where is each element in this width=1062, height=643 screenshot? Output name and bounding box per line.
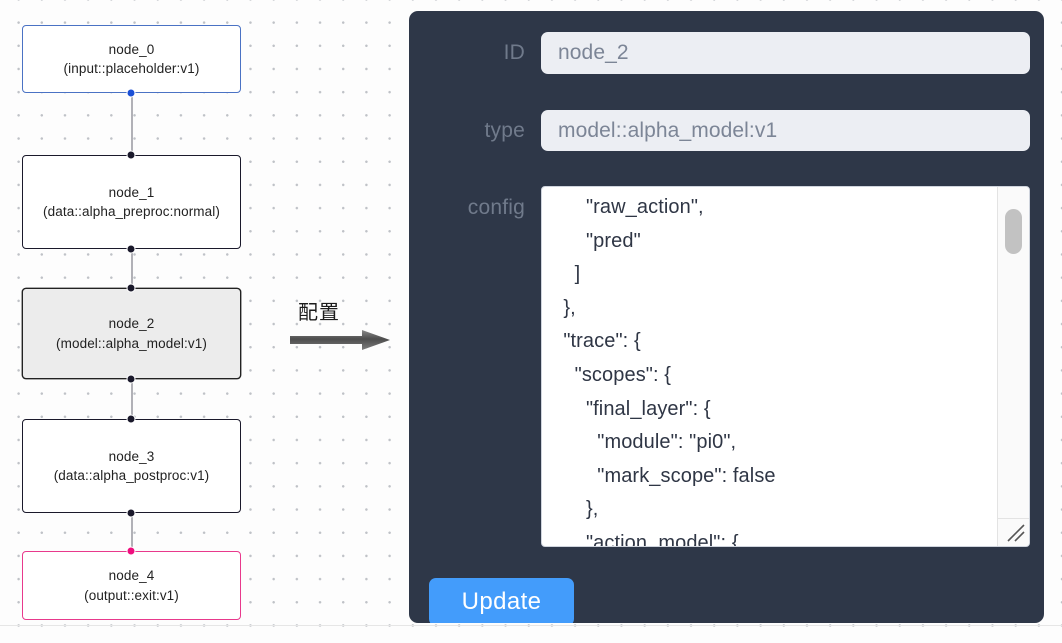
graph-node-node_2[interactable]: node_2 (model::alpha_model:v1) xyxy=(22,288,241,379)
node-title: node_4 xyxy=(108,568,155,584)
graph-node-node_0[interactable]: node_0 (input::placeholder:v1) xyxy=(22,25,241,93)
handle-node_0-source[interactable] xyxy=(126,88,136,98)
annotation-label: 配置 xyxy=(298,300,340,324)
type-field-label: type xyxy=(484,119,525,142)
config-scrollbar-thumb[interactable] xyxy=(1005,209,1022,254)
handle-node_3-target[interactable] xyxy=(126,414,136,424)
resize-handle-icon[interactable] xyxy=(997,518,1029,546)
edge-node0-node1 xyxy=(131,93,133,156)
handle-node_4-target[interactable] xyxy=(126,546,136,556)
graph-node-node_4[interactable]: node_4 (output::exit:v1) xyxy=(22,551,241,620)
config-field-label: config xyxy=(467,196,525,219)
node-subtitle: (model::alpha_model:v1) xyxy=(56,335,207,351)
node-title: node_1 xyxy=(108,184,155,200)
graph-node-node_1[interactable]: node_1 (data::alpha_preproc:normal) xyxy=(22,155,241,249)
graph-node-node_3[interactable]: node_3 (data::alpha_postproc:v1) xyxy=(22,419,241,513)
id-input[interactable] xyxy=(541,32,1030,74)
edge-node2-node3 xyxy=(131,379,133,420)
annotation-config-arrow: 配置 xyxy=(290,296,395,358)
node-subtitle: (data::alpha_postproc:v1) xyxy=(53,468,210,483)
handle-node_2-target[interactable] xyxy=(126,283,136,293)
node-config-panel: ID type config "raw_action", "pred" ] },… xyxy=(409,11,1044,623)
arrow-right-icon xyxy=(290,330,390,350)
edge-node3-node4 xyxy=(131,513,133,552)
handle-node_2-source[interactable] xyxy=(126,374,136,384)
config-scrollbar[interactable] xyxy=(997,187,1029,546)
type-input[interactable] xyxy=(541,110,1030,151)
edge-node1-node2 xyxy=(131,249,133,289)
node-subtitle: (input::placeholder:v1) xyxy=(63,61,200,76)
update-button[interactable]: Update xyxy=(429,578,574,623)
handle-node_1-source[interactable] xyxy=(126,244,136,254)
id-field-label: ID xyxy=(503,41,525,64)
node-subtitle: (output::exit:v1) xyxy=(84,587,179,603)
handle-node_1-target[interactable] xyxy=(126,150,136,160)
node-subtitle: (data::alpha_preproc:normal) xyxy=(43,204,220,219)
config-textarea[interactable]: "raw_action", "pred" ] }, "trace": { "sc… xyxy=(542,187,997,546)
node-title: node_0 xyxy=(108,41,155,57)
handle-node_3-source[interactable] xyxy=(126,508,136,518)
node-title: node_2 xyxy=(108,316,155,332)
page-bottom-divider xyxy=(0,625,1062,626)
config-textarea-wrapper: "raw_action", "pred" ] }, "trace": { "sc… xyxy=(541,186,1030,547)
node-title: node_3 xyxy=(108,448,155,464)
